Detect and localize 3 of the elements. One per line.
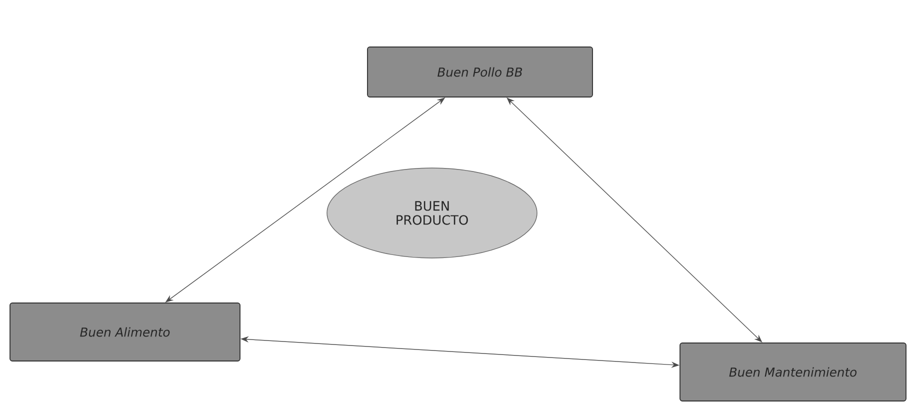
process-box: Buen Alimento	[10, 302, 240, 362]
process-box: Buen Pollo BB	[367, 46, 593, 98]
process-box: Buen Mantenimiento	[680, 342, 906, 402]
